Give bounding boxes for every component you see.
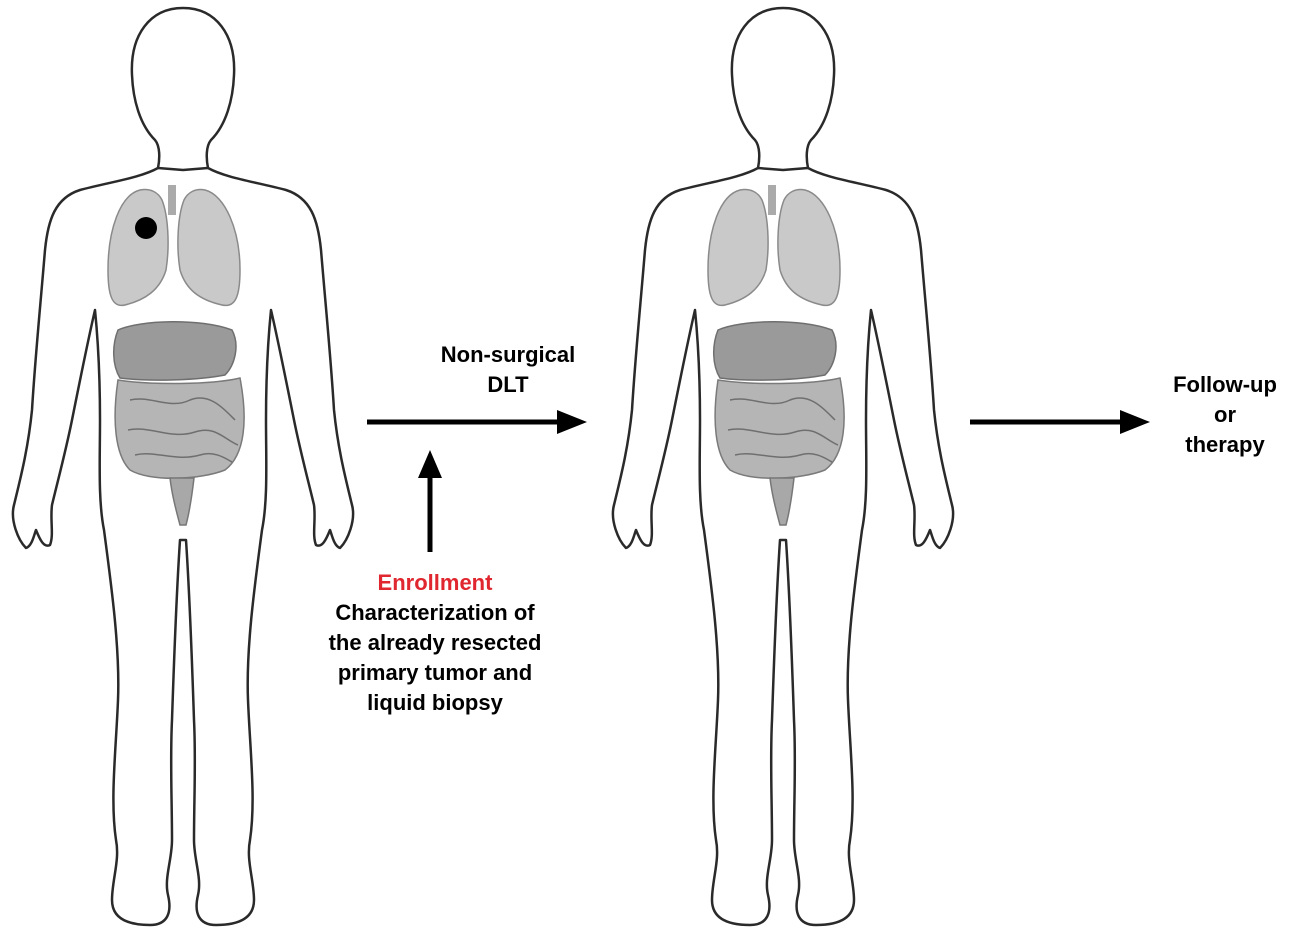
lungs-icon <box>108 185 240 305</box>
outcome-line-1: Follow-up <box>1140 370 1301 400</box>
outcome-line-3: therapy <box>1140 430 1301 460</box>
outcome-line-2: or <box>1140 400 1301 430</box>
enrollment-line-3: primary tumor and <box>290 658 580 688</box>
head-outline <box>732 8 834 170</box>
treatment-label: Non-surgical DLT <box>398 340 618 400</box>
enrollment-title: Enrollment <box>290 568 580 598</box>
human-body-icon <box>600 0 960 935</box>
treatment-arrow-icon <box>365 405 590 439</box>
lungs-icon <box>708 185 840 305</box>
treatment-line-1: Non-surgical <box>398 340 618 370</box>
abdominal-organs-icon <box>114 322 244 525</box>
body-outline <box>13 168 353 925</box>
head-outline <box>132 8 234 170</box>
enrollment-arrow-icon <box>415 448 445 554</box>
tumor-icon <box>135 217 157 239</box>
patient-figure-after <box>600 0 960 935</box>
body-outline <box>613 168 953 925</box>
enrollment-line-4: liquid biopsy <box>290 688 580 718</box>
outcome-label: Follow-up or therapy <box>1140 370 1301 460</box>
followup-arrow-icon <box>968 405 1153 439</box>
enrollment-line-1: Characterization of <box>290 598 580 628</box>
patient-figure-before <box>0 0 360 935</box>
human-body-with-lung-tumor-icon <box>0 0 360 935</box>
treatment-line-2: DLT <box>398 370 618 400</box>
abdominal-organs-icon <box>714 322 844 525</box>
enrollment-line-2: the already resected <box>290 628 580 658</box>
enrollment-block: Enrollment Characterization of the alrea… <box>290 568 580 718</box>
